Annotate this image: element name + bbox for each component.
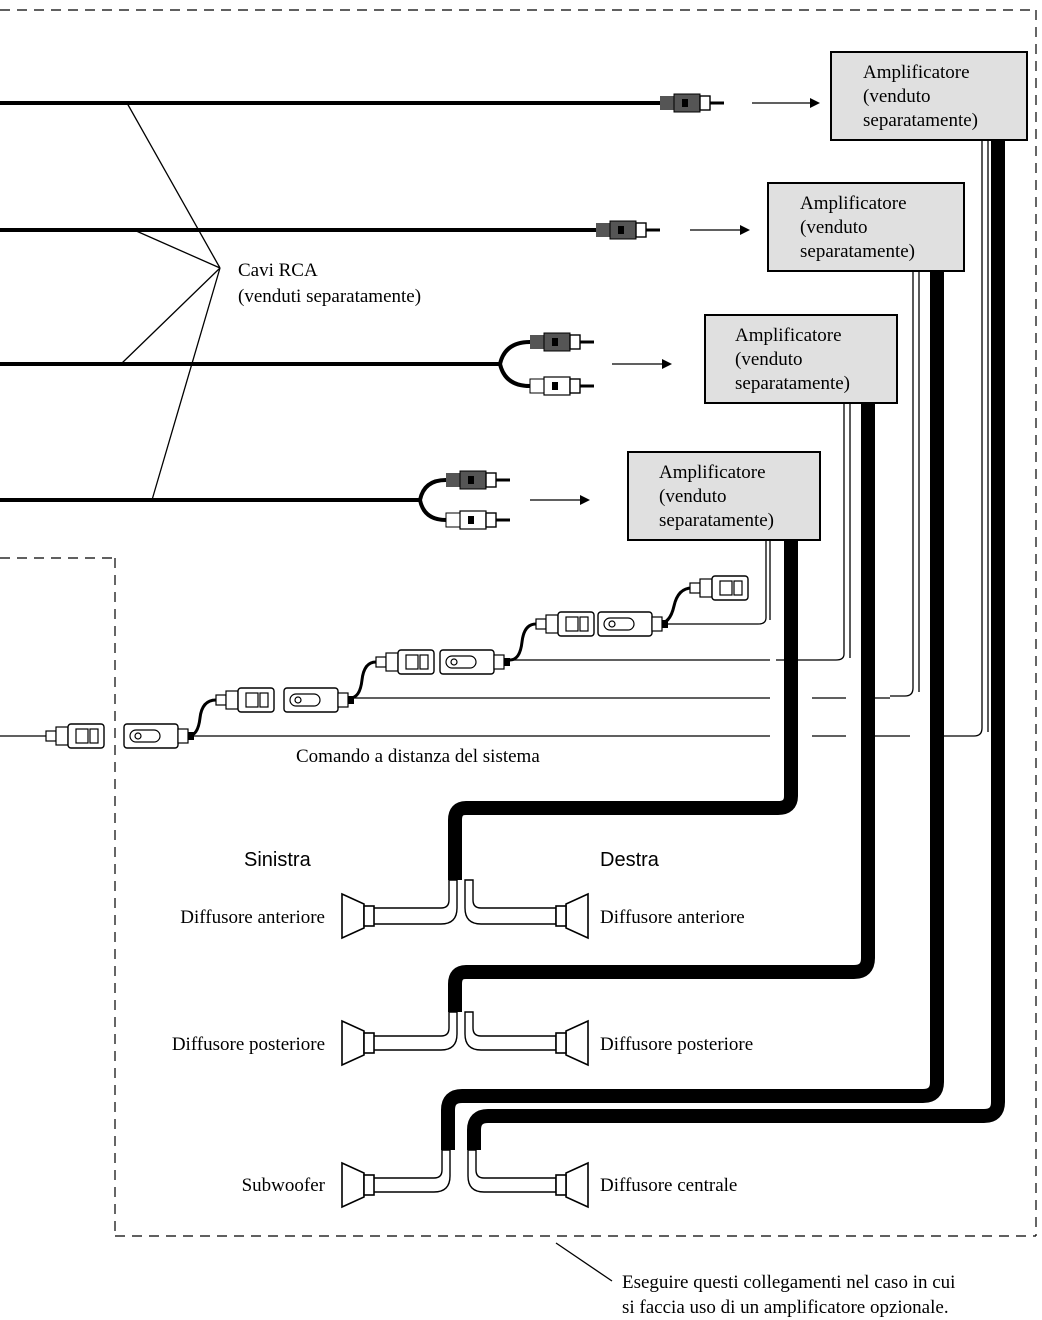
remote-label: Comando a distanza del sistema xyxy=(296,746,540,767)
rca-callout xyxy=(120,102,221,501)
side-right-label: Destra xyxy=(600,849,660,871)
subwoofer-label: Subwoofer xyxy=(242,1175,326,1196)
connector-f4 xyxy=(535,611,595,637)
speaker-center xyxy=(555,1162,589,1208)
rca-plug-2 xyxy=(594,219,662,241)
speaker-rear-right xyxy=(555,1020,589,1066)
amp4-line2: (venduto xyxy=(659,486,727,507)
amp3-line1: Amplificatore xyxy=(735,325,842,346)
amp1-line1: Amplificatore xyxy=(863,62,970,83)
connector-m2 xyxy=(283,687,355,713)
amplifier-4: Amplificatore (venduto separatamente) xyxy=(627,451,821,541)
front-left-label: Diffusore anteriore xyxy=(180,907,325,928)
connector-f1 xyxy=(45,723,105,749)
connector-m4 xyxy=(597,611,669,637)
speaker-cables xyxy=(441,140,1005,1150)
amp1-line3: separatamente) xyxy=(863,110,978,131)
amp3-line2: (venduto xyxy=(735,349,803,370)
side-left-label: Sinistra xyxy=(244,849,312,871)
note-leader xyxy=(555,1242,613,1282)
amp4-line1: Amplificatore xyxy=(659,462,766,483)
rear-right-label: Diffusore posteriore xyxy=(600,1034,753,1055)
note-line1: Eseguire questi collegamenti nel caso in… xyxy=(622,1272,955,1293)
connector-f3 xyxy=(375,649,435,675)
optional-amp-frame xyxy=(0,9,1037,1237)
amp2-line3: separatamente) xyxy=(800,241,915,262)
amp2-line2: (venduto xyxy=(800,217,868,238)
rca-label-line2: (venduti separatamente) xyxy=(238,286,421,307)
connector-f2 xyxy=(215,687,275,713)
rca-label-line1: Cavi RCA xyxy=(238,260,318,281)
connector-f5 xyxy=(689,575,749,601)
speaker-front-left xyxy=(341,893,375,939)
rca-plug-3b xyxy=(528,375,596,397)
signal-arrows xyxy=(530,98,820,505)
center-label: Diffusore centrale xyxy=(600,1175,737,1196)
rca-cables xyxy=(0,92,726,531)
rca-plug-4b xyxy=(444,509,512,531)
rca-plug-4a xyxy=(444,469,512,491)
amp4-line3: separatamente) xyxy=(659,510,774,531)
remote-connectors xyxy=(45,575,749,749)
rear-left-label: Diffusore posteriore xyxy=(172,1034,325,1055)
speaker-wires xyxy=(371,879,557,1193)
amplifier-3: Amplificatore (venduto separatamente) xyxy=(704,314,898,404)
connector-m1 xyxy=(123,723,195,749)
rca-plug-3a xyxy=(528,331,596,353)
front-right-label: Diffusore anteriore xyxy=(600,907,745,928)
remote-wires xyxy=(0,140,989,738)
speaker-front-right xyxy=(555,893,589,939)
rca-plug-1 xyxy=(658,92,726,114)
amplifier-1: Amplificatore (venduto separatamente) xyxy=(830,51,1028,141)
amp2-line1: Amplificatore xyxy=(800,193,907,214)
amp3-line3: separatamente) xyxy=(735,373,850,394)
connector-m3 xyxy=(439,649,511,675)
amp1-line2: (venduto xyxy=(863,86,931,107)
note-line2: si faccia uso di un amplificatore opzion… xyxy=(622,1297,949,1318)
amplifier-2: Amplificatore (venduto separatamente) xyxy=(767,182,965,272)
speaker-subwoofer xyxy=(341,1162,375,1208)
speaker-rear-left xyxy=(341,1020,375,1066)
